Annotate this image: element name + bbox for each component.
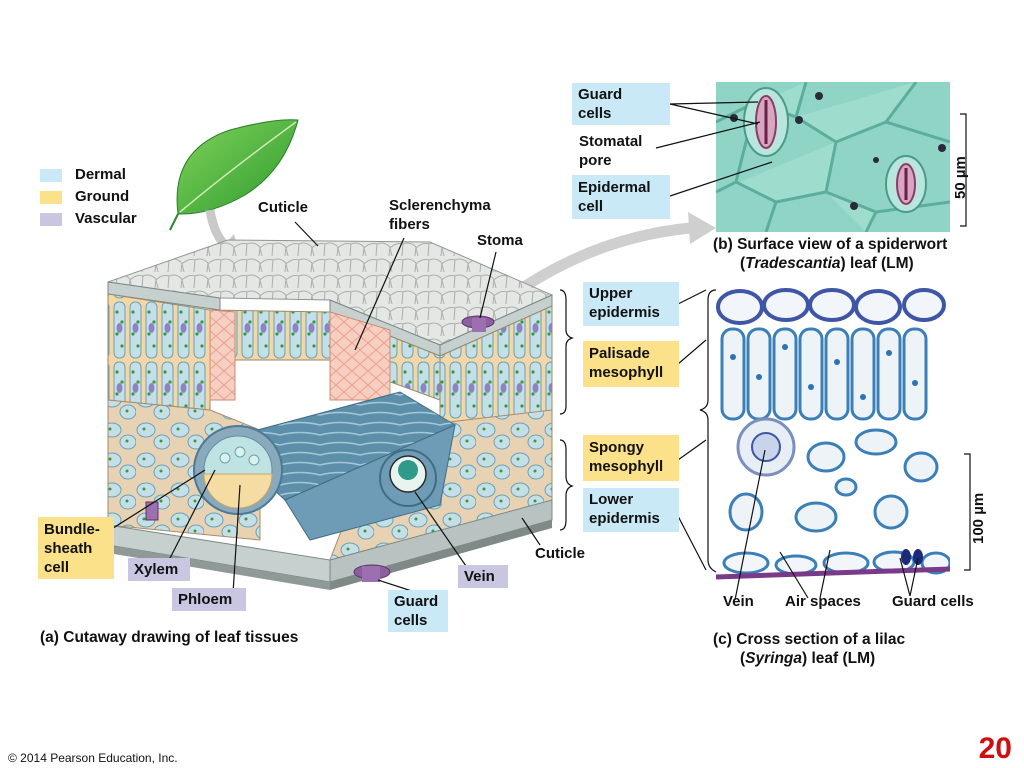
label-sclerenchyma-1: Sclerenchyma: [389, 197, 491, 214]
legend-label-dermal: Dermal: [75, 166, 126, 183]
legend-label-vascular: Vascular: [75, 210, 137, 227]
caption-cutaway: (a) Cutaway drawing of leaf tissues: [40, 629, 299, 646]
label-spongy-2: mesophyll: [589, 458, 664, 475]
label-upper-epidermis: Upper epidermis: [583, 282, 679, 326]
label-palisade-2: mesophyll: [589, 364, 664, 381]
cross-section-annotations: [559, 289, 971, 601]
label-guard-cells-2: cells: [394, 612, 428, 629]
label-sclerenchyma-2: fibers: [389, 216, 430, 233]
label-upper-epidermis-1: Upper: [589, 285, 633, 302]
caption-surface-view-1: (b) Surface view of a spiderwort: [713, 236, 948, 253]
label-cuticle-top: Cuticle: [258, 199, 309, 216]
caption-cross-section-2-pre: (: [740, 650, 746, 667]
caption-cross-section-2-post: ) leaf (LM): [802, 650, 876, 667]
label-phloem: Phloem: [172, 588, 246, 611]
stomata-micrograph-1: [743, 87, 789, 157]
caption-surface-view-2-pre: (: [740, 255, 746, 272]
label-epidermal-cell: Epidermal cell: [572, 175, 670, 219]
scale-100um: 100 µm: [970, 492, 987, 544]
legend-swatch-vascular: [40, 213, 62, 226]
label-guard-cells-b-2: cells: [578, 105, 612, 122]
surface-view-annotations: [655, 101, 967, 227]
guard-cells-left: [145, 501, 159, 521]
legend-swatch-dermal: [40, 169, 62, 182]
label-lower-epidermis: Lower epidermis: [583, 488, 679, 532]
label-stomatal-pore-1: Stomatal: [579, 133, 643, 150]
label-spongy-mesophyll: Spongy mesophyll: [583, 435, 679, 481]
legend-swatch-ground: [40, 191, 62, 204]
label-bundle-sheath-cell: Bundle- sheath cell: [38, 517, 114, 579]
label-epidermal-cell-2: cell: [578, 198, 604, 215]
caption-surface-view-2-italic: Tradescantia: [745, 255, 841, 272]
label-vein-cutaway: Vein: [458, 565, 508, 588]
label-bundle-sheath-1: Bundle-: [44, 521, 100, 538]
leaf-icon: [169, 119, 299, 231]
label-spongy-1: Spongy: [589, 439, 644, 456]
guard-cells-bottom: [353, 564, 391, 582]
label-bundle-sheath-2: sheath: [44, 540, 93, 557]
legend-label-ground: Ground: [75, 188, 130, 205]
caption-surface-view-2-post: ) leaf (LM): [840, 255, 914, 272]
vein-cross-section-small: [379, 449, 437, 507]
vein-cross-section-large: [193, 425, 283, 515]
stoma-top: [461, 315, 495, 332]
label-vein-c: Vein: [723, 593, 754, 610]
caption-cross-section-2: (Syringa) leaf (LM): [740, 649, 875, 668]
label-lower-epidermis-1: Lower: [589, 491, 634, 508]
label-lower-epidermis-2: epidermis: [589, 510, 660, 527]
label-upper-epidermis-2: epidermis: [589, 304, 660, 321]
label-cuticle-bottom: Cuticle: [535, 545, 586, 562]
label-guard-cells-b-1: Guard: [578, 86, 623, 103]
label-guard-cells-c: Guard cells: [892, 593, 974, 610]
caption-cross-section-1: (c) Cross section of a lilac: [713, 631, 906, 648]
cross-section-micrograph: [716, 287, 950, 587]
caption-cross-section-2-italic: Syringa: [745, 650, 803, 667]
stomata-micrograph-2: [885, 155, 927, 213]
label-stoma: Stoma: [477, 232, 523, 249]
label-air-spaces: Air spaces: [785, 593, 861, 610]
label-epidermal-cell-1: Epidermal: [578, 179, 651, 196]
label-guard-cells-b: Guard cells: [572, 83, 670, 125]
copyright-notice: © 2014 Pearson Education, Inc.: [8, 751, 178, 765]
label-guard-cells-cutaway: Guard cells: [388, 590, 448, 632]
label-palisade-1: Palisade: [589, 345, 650, 362]
label-bundle-sheath-3: cell: [44, 559, 70, 576]
caption-surface-view-2: (Tradescantia) leaf (LM): [740, 254, 914, 273]
label-palisade-mesophyll: Palisade mesophyll: [583, 341, 679, 387]
label-guard-cells-1: Guard: [394, 593, 439, 610]
label-stomatal-pore-2: pore: [579, 152, 612, 169]
label-xylem: Xylem: [128, 558, 190, 581]
scale-50um: 50 µm: [952, 156, 969, 199]
surface-view-micrograph: [716, 82, 950, 232]
page-number: 20: [978, 732, 1012, 765]
